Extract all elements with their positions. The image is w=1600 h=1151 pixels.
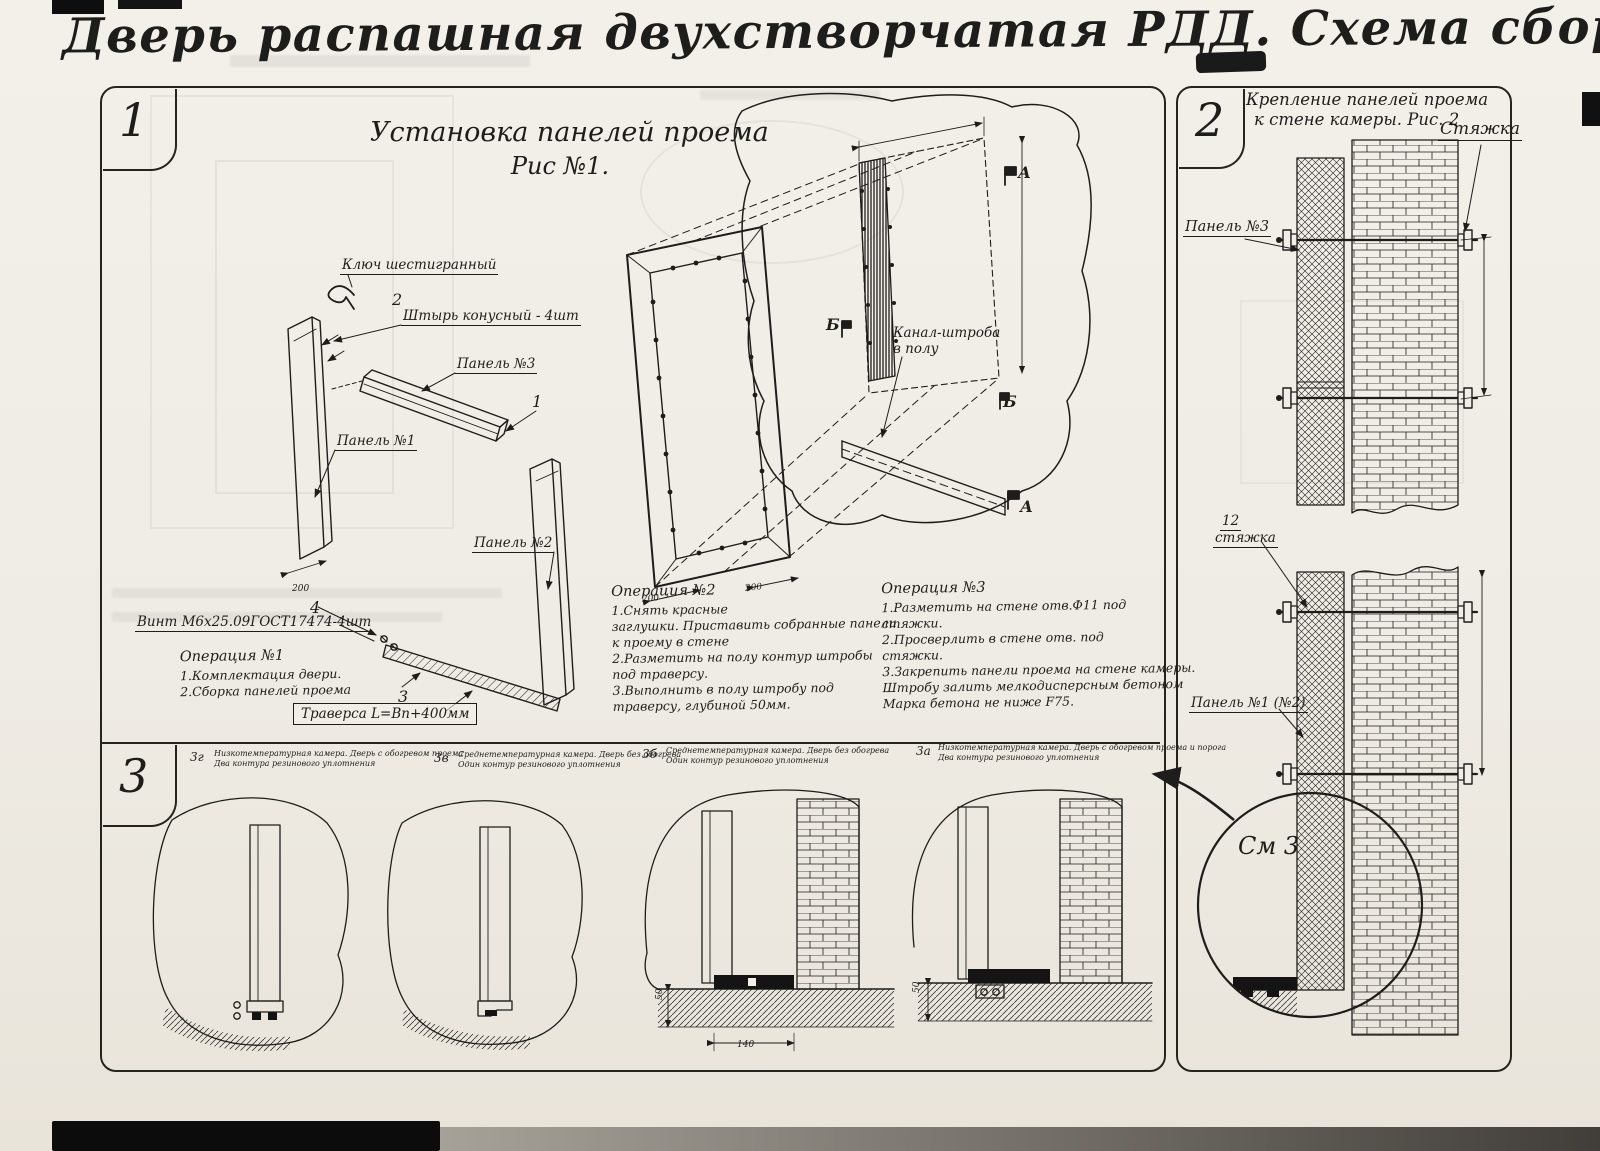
ghost-smudge [112, 612, 442, 622]
traverse-label: Траверса L=Вп+400мм [293, 703, 478, 725]
ghost-smudge [112, 588, 502, 598]
dim-200-left: 200 [292, 584, 310, 594]
ghost-smudge [640, 120, 904, 264]
scan-mark-right-edge [1582, 92, 1600, 126]
section-markers [841, 166, 1020, 510]
fig2-number-box: 2 [1179, 89, 1245, 169]
operation-3-title: Операция №3 [881, 579, 986, 598]
operation-2-title: Операция №2 [611, 582, 716, 600]
section-a-bottom: А [1020, 497, 1034, 516]
wall-strip-dots [860, 187, 898, 345]
operation-3: Операция №3 1.Разметить на стене отв.Ф11… [881, 577, 1196, 712]
callout-4: 4 [310, 598, 321, 617]
fig1-number: 1 [119, 93, 149, 147]
section-b-bottom: Б [1003, 392, 1017, 411]
fig1-caption: Установка панелей проема [370, 117, 769, 148]
fig1-caption-2: Рис №1. [510, 152, 610, 180]
ghost-smudge [150, 95, 454, 529]
panel3-label: Панель №3 [455, 356, 538, 375]
fig2-panel3-label: Панель №3 [1183, 219, 1272, 238]
fig2-caption-2: к стене камеры. Рис. 2 [1254, 110, 1460, 129]
dim-50-3a: 50 [912, 981, 922, 993]
view-3v-code: 3в [434, 751, 449, 765]
view-3g-caption-2: Два контура резинового уплотнения [214, 759, 376, 768]
view-3b-caption-2: Один контур резинового уплотнения [666, 756, 829, 765]
fig2-linework [1196, 139, 1492, 1036]
frame-hole-dots [650, 255, 768, 556]
operation-1-line: 2.Сборка панелей проема [180, 681, 352, 700]
dim-50-3b: 50 [655, 988, 665, 1000]
callout-1: 1 [532, 392, 543, 411]
fig2-frame [1176, 86, 1512, 1072]
sheet-title: Дверь распашная двухстворчатая РДД. Схем… [61, 0, 1600, 65]
view-3b-caption-1: Среднетемпературная камера. Дверь без об… [666, 746, 890, 755]
view-3v-caption-1: Среднетемпературная камера. Дверь без об… [458, 750, 682, 759]
fig3-drawing [152, 789, 1153, 1052]
view-3g-code: 3г [190, 750, 204, 764]
tie-12-label: стяжка [1213, 530, 1278, 549]
operation-1-title: Операция №1 [179, 647, 285, 666]
ghost-smudge [230, 55, 530, 67]
callout-3: 3 [398, 687, 409, 706]
fig1-linework [280, 92, 1092, 712]
view-3a-code: 3а [916, 744, 931, 758]
section-b-top: Б [826, 315, 840, 334]
fig1-drawing [280, 92, 1092, 712]
ghost-smudge [700, 90, 880, 100]
section-a-top: А [1018, 163, 1032, 182]
pin-label: Штырь конусный - 4шт [401, 308, 581, 327]
channel-label-2: в полу [893, 341, 939, 357]
fig3-number: 3 [119, 749, 149, 803]
fig3-number-box: 3 [103, 745, 177, 827]
fig2-number: 2 [1195, 93, 1225, 147]
view-3a-caption-1: Низкотемпературная камера. Дверь с обогр… [938, 743, 1227, 752]
view-3g-caption-1: Низкотемпературная камера. Дверь с обогр… [214, 749, 464, 758]
scan-mark-top-2 [118, 0, 182, 9]
panel2-label: Панель №2 [472, 535, 555, 554]
screw-label: Винт М6х25.09ГОСТ17474-4шт [135, 614, 374, 633]
channel-label-1: Канал-штроба [893, 325, 1001, 341]
operation-2: Операция №2 1.Снять красные заглушки. Пр… [611, 580, 898, 715]
hex-key-label: Ключ шестигранный [340, 257, 499, 276]
operation-1: Операция №1 1.Комплектация двери. 2.Сбор… [180, 647, 352, 700]
tie-label: Стяжка [1438, 119, 1522, 142]
scan-mark-title [1195, 50, 1267, 74]
view-3b-code: 3б [642, 747, 657, 761]
view-3a-caption-2: Два контура резинового уплотнения [938, 753, 1100, 762]
fig2-caption: Крепление панелей проема [1246, 90, 1489, 109]
panel1-label: Панель №1 [335, 433, 418, 452]
scan-mark-top-1 [52, 0, 104, 14]
tie-12-number: 12 [1220, 513, 1242, 532]
callout-2: 2 [392, 290, 403, 309]
fig1-fig3-frame [100, 86, 1166, 1072]
see-detail-label: См 3 [1238, 832, 1300, 860]
fig3-divider [102, 742, 1160, 744]
fig2-panel12-label: Панель №1 (№2) [1189, 695, 1308, 714]
fig3-linework [152, 789, 1153, 1052]
fig2-drawing [1196, 139, 1492, 1036]
dim-140-3b: 140 [737, 1040, 755, 1050]
fig1-number-box: 1 [103, 89, 177, 171]
scan-bar-bottom-left [52, 1121, 440, 1151]
view-3v-caption-2: Один контур резинового уплотнения [458, 760, 621, 769]
scan-bar-bottom-right [440, 1127, 1600, 1151]
tie-bolts [1276, 229, 1479, 785]
